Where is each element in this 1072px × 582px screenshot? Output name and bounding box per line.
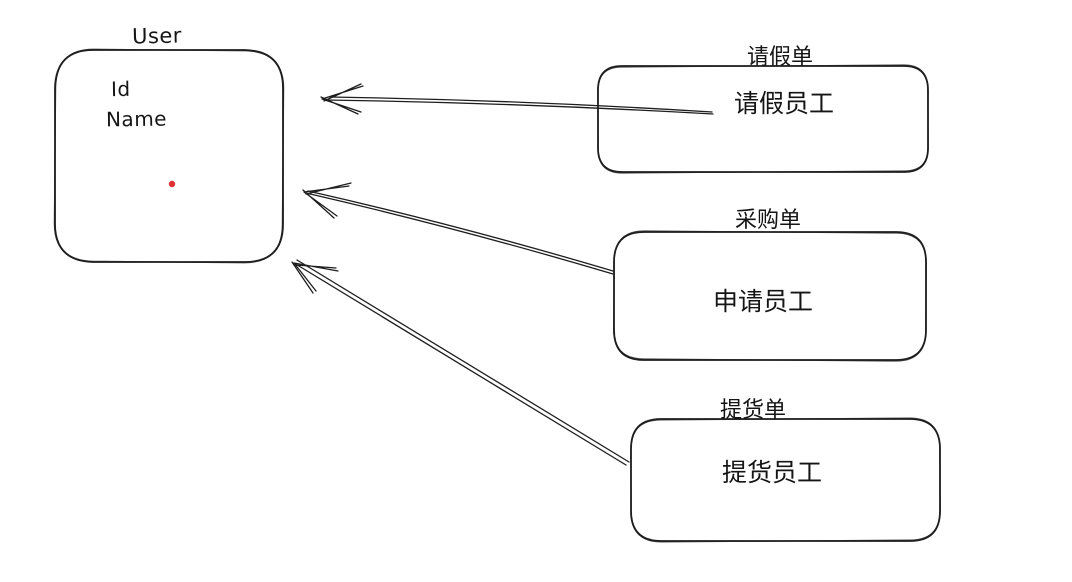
arrow-leave-head [320,83,364,115]
leave-form-member: 请假员工 [733,90,834,118]
arrow-pickup-to-user [291,259,630,466]
purchase-form-title: 采购单 [734,207,801,232]
arrow-purchase-line-sketch [307,190,614,272]
arrow-purchase-to-user [302,182,614,275]
arrow-leave-line-sketch [329,96,713,113]
red-dot [168,180,176,188]
arrow-leave-line [325,99,714,115]
pickup-form-title: 提货单 [719,397,786,422]
arrow-purchase-head [302,182,352,219]
arrow-pickup-head [291,261,339,294]
arrow-purchase-line [305,192,614,275]
user-field-id: Id [110,76,131,102]
user-field-name: Name [105,106,168,132]
arrow-leave-to-user [320,83,714,115]
user-entity-title: User [131,23,183,49]
arrow-pickup-line [293,262,627,466]
arrow-pickup-line-sketch [296,259,630,463]
user-box-outline [54,49,284,263]
leave-form-title: 请假单 [746,44,813,69]
user-box-outline-sketch [53,48,285,264]
purchase-form-member: 申请员工 [712,288,813,316]
pickup-form-member: 提货员工 [721,459,822,487]
